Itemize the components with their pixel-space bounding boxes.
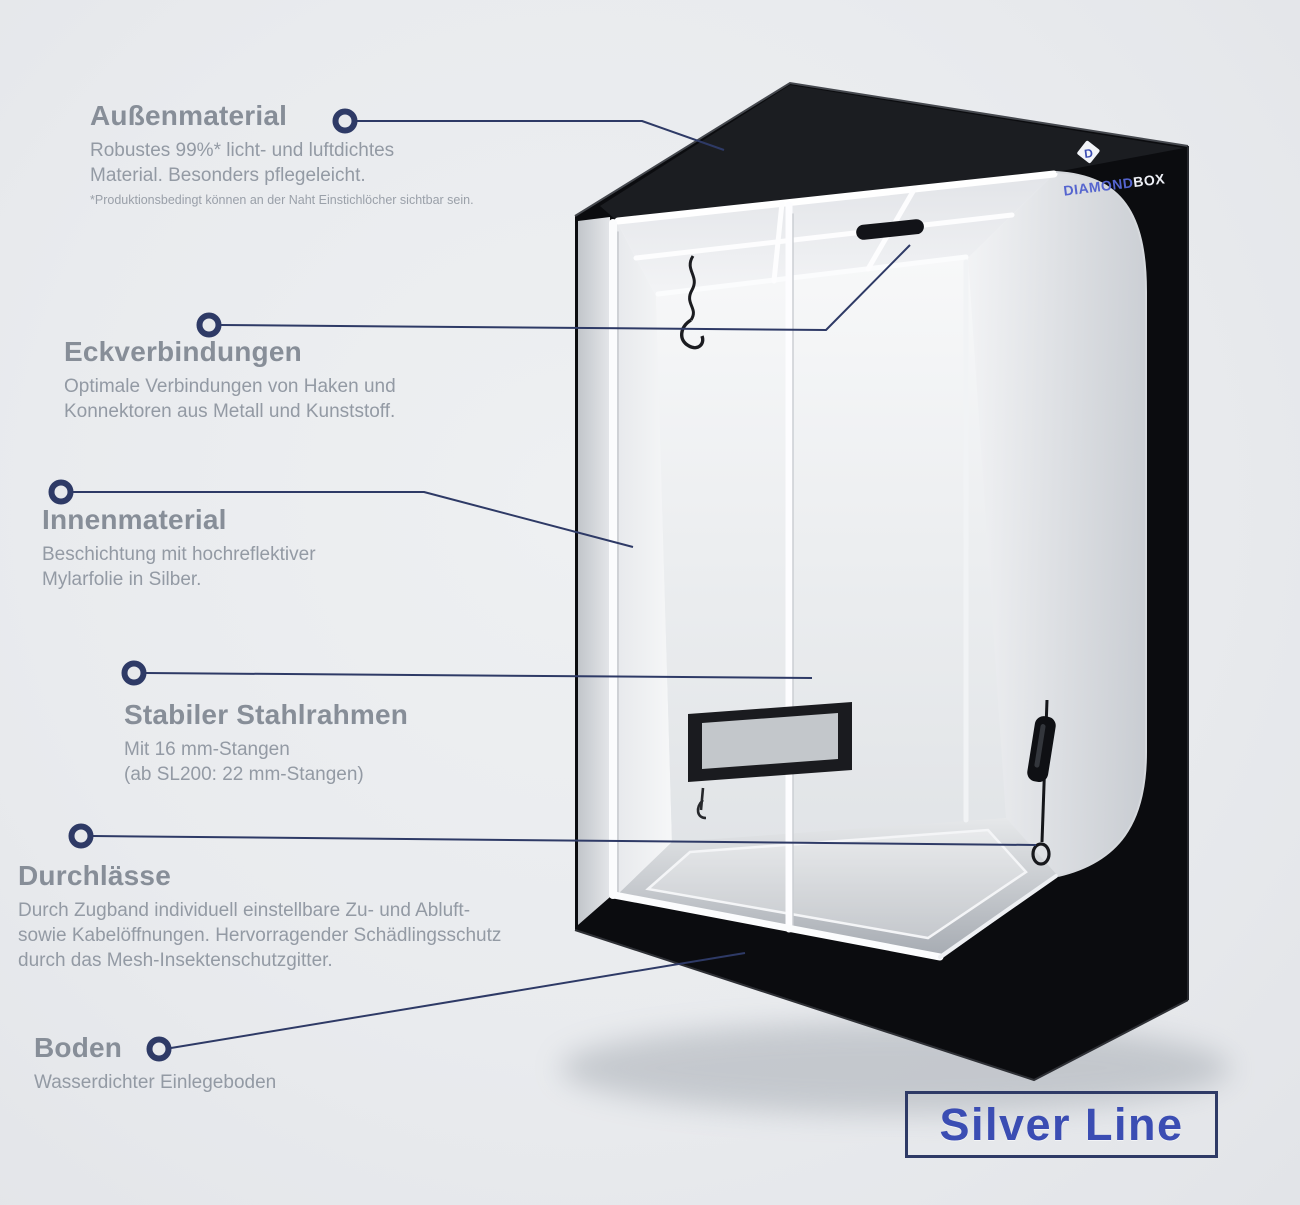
callout-line-aussenmaterial	[357, 120, 725, 151]
callout-dots	[48, 108, 358, 1062]
callout-boden: Boden Wasserdichter Einlegeboden	[34, 1032, 454, 1095]
floor-tray-rim	[645, 828, 1028, 940]
callout-body-innenmaterial: Beschichtung mit hochreflektiver Mylarfo…	[42, 543, 316, 590]
hanging-hook-icon	[680, 255, 705, 350]
zipper-slider-top-icon	[856, 219, 924, 240]
callout-dot-eckverbindungen	[196, 312, 222, 338]
tent-top-face	[600, 85, 1184, 220]
brand-diamond-icon	[1077, 140, 1100, 164]
tent-left-edge-panel	[578, 217, 610, 925]
callout-dot-boden	[146, 1036, 172, 1062]
callout-eckverbindungen: Eckverbindungen Optimale Verbindungen vo…	[64, 336, 524, 424]
callout-title-eckverbindungen: Eckverbindungen	[64, 336, 302, 367]
callout-title-boden: Boden	[34, 1032, 123, 1063]
callout-footnote-aussenmaterial: *Produktionsbedingt können an der Naht E…	[90, 192, 474, 207]
callout-body-eckverbindungen: Optimale Verbindungen von Haken und Konn…	[64, 375, 396, 422]
interior-left-wall	[616, 220, 672, 896]
callout-dot-aussenmaterial	[332, 108, 358, 134]
zipper-pull-right-icon	[1027, 699, 1056, 866]
callout-body-boden: Wasserdichter Einlegeboden	[34, 1071, 277, 1093]
callout-stahlrahmen: Stabiler Stahlrahmen Mit 16 mm-Stangen (…	[124, 699, 504, 787]
small-hook-icon	[696, 787, 707, 820]
back-wall-vent	[688, 702, 852, 782]
interior-floor-tray	[616, 818, 1058, 958]
shell-edge-highlights	[574, 81, 1189, 1082]
callout-body-aussenmaterial: Robustes 99%* licht- und luftdichtes Mat…	[90, 139, 395, 186]
interior-right-wall	[968, 172, 1146, 876]
callout-dot-stahlrahmen	[121, 660, 147, 686]
callout-dot-innenmaterial	[48, 479, 74, 505]
frame-poles	[609, 201, 1058, 961]
callout-innenmaterial: Innenmaterial Beschichtung mit hochrefle…	[42, 504, 462, 592]
brand-icon-letter: D	[1083, 146, 1094, 161]
brand-name-secondary: BOX	[1132, 170, 1166, 190]
callout-title-durchlaesse: Durchlässe	[18, 860, 171, 891]
callout-line-eckverbindungen	[220, 244, 911, 331]
callout-aussenmaterial: Außenmaterial Robustes 99%* licht- und l…	[90, 100, 570, 207]
series-badge: Silver Line	[905, 1091, 1218, 1158]
interior-back-wall	[656, 258, 1006, 842]
callout-line-innenmaterial	[73, 491, 634, 548]
series-badge-label: Silver Line	[939, 1098, 1184, 1150]
callout-dot-durchlaesse	[68, 823, 94, 849]
callout-durchlaesse: Durchlässe Durch Zugband individuell ein…	[18, 860, 608, 973]
grow-tent: D DIAMONDBOX	[574, 81, 1189, 1082]
callout-title-stahlrahmen: Stabiler Stahlrahmen	[124, 699, 409, 730]
callout-title-innenmaterial: Innenmaterial	[42, 504, 227, 535]
callout-line-durchlaesse	[92, 835, 1037, 846]
callout-title-aussenmaterial: Außenmaterial	[90, 100, 288, 131]
callout-line-boden	[170, 952, 746, 1049]
callout-connectors	[73, 120, 1037, 1049]
callout-body-stahlrahmen: Mit 16 mm-Stangen (ab SL200: 22 mm-Stang…	[124, 738, 364, 785]
callout-line-stahlrahmen	[145, 672, 813, 679]
callout-body-durchlaesse: Durch Zugband individuell einstellbare Z…	[18, 899, 502, 971]
